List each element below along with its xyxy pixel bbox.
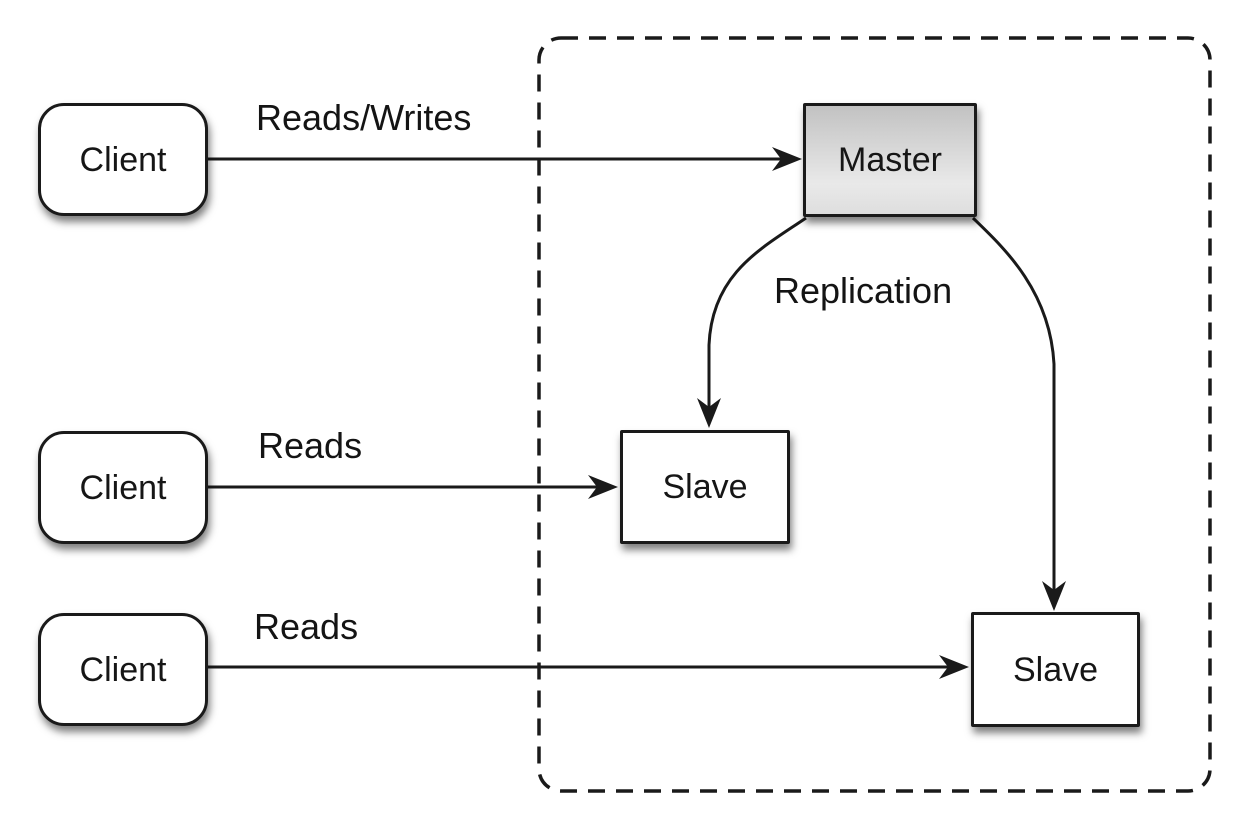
edge-client1-master (206, 147, 802, 171)
edge-label-reads-1: Reads (258, 425, 363, 466)
client-1-label: Client (79, 140, 167, 179)
edge-label-reads-writes: Reads/Writes (256, 97, 472, 138)
arrowhead-into-slave2 (939, 655, 969, 679)
slave-node-2: Slave (971, 612, 1140, 727)
client-node-2: Client (38, 431, 208, 544)
edge-master-slave2-replication (971, 216, 1066, 611)
master-label: Master (838, 141, 942, 179)
arrowhead-into-master (772, 147, 802, 171)
edge-master-slave1-replication (697, 216, 807, 428)
slave-1-label: Slave (662, 468, 748, 506)
edge-client2-slave1 (205, 475, 618, 499)
slave-2-label: Slave (1012, 650, 1099, 689)
arrowhead-into-slave1 (588, 475, 618, 499)
replication-group-boundary (537, 36, 1212, 793)
slave-node-1: Slave (620, 430, 790, 544)
arrowhead-replication-slave1 (697, 398, 721, 428)
arrowhead-replication-slave2 (1042, 581, 1066, 611)
edge-client3-slave2 (208, 655, 969, 679)
client-node-1: Client (38, 103, 208, 216)
master-node: Master (803, 103, 977, 217)
edge-label-reads-2: Reads (254, 606, 359, 647)
client-node-3: Client (38, 613, 208, 726)
client-2-label: Client (79, 468, 167, 507)
edge-label-replication: Replication (774, 270, 953, 311)
client-3-label: Client (79, 650, 167, 689)
